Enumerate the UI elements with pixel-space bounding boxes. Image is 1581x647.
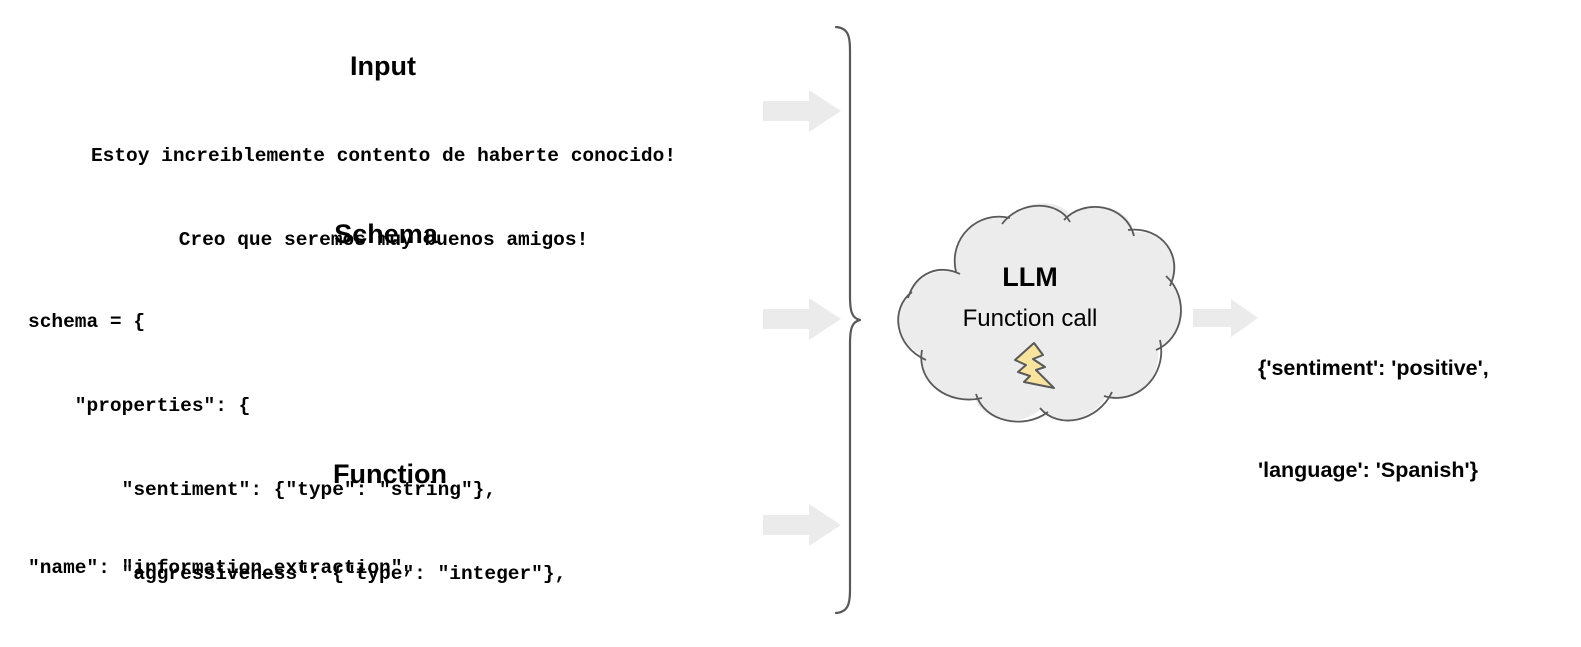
schema-line-4: "aggressiveness": {"type": "integer"}, [28, 563, 567, 585]
grouping-brace [834, 25, 862, 615]
llm-title: LLM [1002, 262, 1058, 292]
input-line-1: Estoy increiblemente contento de haberte… [90, 145, 677, 167]
input-arrow [763, 90, 841, 132]
output-arrow [1193, 299, 1258, 337]
llm-cloud [897, 203, 1183, 423]
schema-heading: Schema [334, 219, 438, 249]
schema-line-2: "properties": { [28, 395, 251, 417]
output-line-2: 'language': 'Spanish'} [1258, 458, 1478, 482]
schema-line-1: schema = { [28, 311, 146, 333]
output-line-1: {'sentiment': 'positive', [1258, 356, 1489, 380]
function-heading: Function [333, 459, 447, 489]
function-line-1: "name": "information_extraction", [28, 557, 415, 579]
function-arrow [763, 504, 841, 546]
function-code-block: "name": "information_extraction", "descr… [28, 492, 768, 647]
lightning-bolt-icon [1014, 342, 1055, 389]
output-text-block: {'sentiment': 'positive', 'language': 'S… [1258, 283, 1578, 555]
schema-code-block: schema = { "properties": { "sentiment": … [28, 252, 748, 647]
schema-line-3: "sentiment": {"type": "string"}, [28, 479, 497, 501]
input-text-block: Estoy increiblemente contento de haberte… [20, 86, 747, 310]
input-line-2: Creo que seremos muy buenos amigos! [178, 229, 589, 251]
input-heading: Input [350, 51, 416, 81]
llm-subtitle: Function call [962, 305, 1098, 332]
schema-arrow [763, 298, 841, 340]
